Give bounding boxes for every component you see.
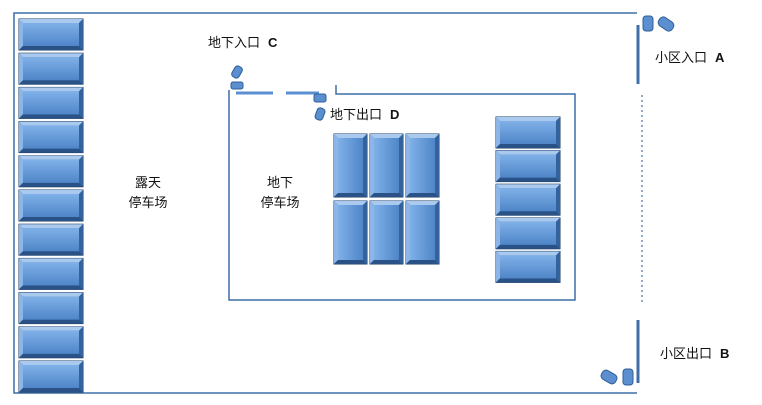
parking-slot bbox=[18, 223, 84, 256]
parking-slot bbox=[18, 360, 84, 393]
underground-parking-line2: 停车场 bbox=[260, 196, 300, 211]
parking-slot bbox=[495, 183, 561, 216]
underground-entrance-label: 地下入口 C bbox=[208, 35, 277, 52]
underground-horizontal-slots bbox=[495, 116, 561, 283]
parking-slot bbox=[405, 200, 440, 265]
car-icon bbox=[230, 81, 244, 90]
community-entrance-text: 小区入口 bbox=[655, 51, 708, 66]
underground-exit-label: 地下出口 D bbox=[330, 107, 399, 124]
underground-parking-label: 地下 停车场 bbox=[250, 176, 310, 212]
underground-entrance-code: C bbox=[268, 35, 278, 50]
car-icon bbox=[642, 15, 654, 32]
underground-exit-code: D bbox=[390, 107, 400, 122]
parking-slot bbox=[18, 257, 84, 290]
parking-slot bbox=[18, 155, 84, 188]
car-icon bbox=[622, 368, 634, 386]
open-air-parking-label: 露天 停车场 bbox=[118, 176, 178, 212]
parking-slot bbox=[18, 292, 84, 325]
parking-slot bbox=[495, 116, 561, 149]
open-air-parking-line1: 露天 bbox=[134, 176, 161, 191]
community-boundary bbox=[13, 12, 637, 394]
underground-vertical-slots bbox=[333, 133, 440, 265]
parking-slot bbox=[18, 121, 84, 154]
parking-slot bbox=[495, 250, 561, 283]
community-entrance-code: A bbox=[715, 50, 725, 65]
community-exit-label: 小区出口 B bbox=[660, 346, 729, 363]
parking-slot bbox=[495, 150, 561, 183]
car-icon bbox=[314, 107, 326, 121]
parking-slot bbox=[405, 133, 440, 198]
parking-slot bbox=[333, 133, 368, 198]
underground-exit-text: 地下出口 bbox=[330, 108, 383, 123]
parking-slot bbox=[495, 217, 561, 250]
parking-slot bbox=[18, 326, 84, 359]
open-air-parking-line2: 停车场 bbox=[128, 196, 168, 211]
community-exit-code: B bbox=[720, 346, 730, 361]
community-entrance-label: 小区入口 A bbox=[655, 50, 724, 67]
car-icon bbox=[231, 65, 243, 79]
parking-slot bbox=[18, 18, 84, 51]
parking-slot bbox=[369, 133, 404, 198]
car-icon bbox=[657, 16, 675, 32]
underground-parking-line1: 地下 bbox=[266, 176, 293, 191]
car-icon bbox=[600, 369, 618, 385]
parking-slot bbox=[18, 52, 84, 85]
parking-slot bbox=[369, 200, 404, 265]
underground-entrance-text: 地下入口 bbox=[208, 36, 261, 51]
open-air-slots bbox=[18, 18, 84, 393]
parking-slot bbox=[18, 86, 84, 119]
community-exit-text: 小区出口 bbox=[660, 347, 713, 362]
car-icon bbox=[313, 93, 327, 103]
underground-parking-outline bbox=[228, 85, 576, 301]
parking-slot bbox=[18, 189, 84, 222]
parking-slot bbox=[333, 200, 368, 265]
